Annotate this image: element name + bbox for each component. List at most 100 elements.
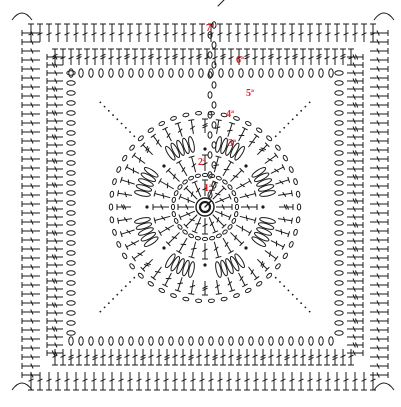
round-6-frame-chain-1	[69, 337, 73, 345]
corner-chain-dot	[121, 290, 123, 292]
round-4-petal-1-0	[233, 253, 246, 269]
round-6-frame-chain-66	[67, 231, 75, 235]
round-1-dc-2	[213, 215, 226, 228]
round-6-dc-147	[347, 342, 363, 348]
round-7-shell-112	[280, 24, 286, 42]
round-5-chain-26	[116, 166, 122, 173]
round-5-tr-16	[132, 250, 145, 261]
corner-chain-dot	[309, 311, 311, 313]
corner-chain-dot	[129, 281, 131, 283]
round-5-tr-14	[151, 267, 162, 280]
round-7-shell-86	[22, 219, 40, 225]
round-3-dc-10	[158, 225, 173, 236]
round-7-shell-37	[109, 372, 115, 390]
round-6-frame-chain-12	[99, 69, 103, 77]
round-7-shell-79	[370, 201, 388, 207]
round-6-dc-98	[47, 246, 63, 252]
round-5-tr-22	[120, 177, 134, 185]
corner-chain-dot	[104, 106, 106, 108]
round-6-dc-58	[47, 166, 63, 172]
round-5-tr-34	[248, 134, 259, 147]
round-7-shell-35	[370, 102, 388, 108]
start-chain-14	[208, 52, 212, 58]
round-6-dc-67	[347, 182, 363, 188]
round-6-frame-chain-59	[335, 211, 343, 215]
round-2-chain-27	[234, 197, 238, 203]
round-7-shell-134	[22, 327, 40, 333]
round-6-frame-chain-77	[259, 337, 263, 345]
round-6-dc-25	[100, 349, 106, 365]
round-6-dc-50	[47, 150, 63, 156]
start-chain-10	[208, 92, 212, 98]
round-3-dc-11	[154, 216, 170, 223]
round-7-shell-96	[244, 24, 250, 42]
round-5-tr-30	[202, 119, 208, 133]
round-5-chain-14	[170, 293, 177, 298]
round-5-chain-17	[137, 272, 144, 279]
round-6-dc-53	[156, 349, 162, 365]
round-2-chain-11	[177, 224, 183, 230]
round-6-dc-145	[340, 349, 346, 365]
round-7-shell-32	[100, 24, 106, 42]
round-6-frame-chain-0	[69, 69, 73, 77]
round-2-chain-6	[209, 236, 215, 240]
round-5-chain-1	[296, 217, 300, 223]
round-7-shell-42	[22, 120, 40, 126]
round-7-shell-74	[22, 192, 40, 198]
round-7-shell-71	[370, 183, 388, 189]
round-6-frame-chain-40	[169, 69, 173, 77]
round-6-frame-chain-83	[335, 271, 343, 275]
round-6-dc-90	[47, 230, 63, 236]
round-7-shell-149	[361, 372, 367, 390]
round-7-shell-63	[370, 165, 388, 171]
corner-chain-dot	[279, 131, 281, 133]
round-6-dc-96	[244, 49, 250, 65]
round-7-shell-22	[22, 75, 40, 81]
round-6-frame-chain-16	[109, 69, 113, 77]
round-6-dc-21	[92, 349, 98, 365]
round-7-shell-90	[22, 228, 40, 234]
round-6-dc-17	[84, 349, 90, 365]
round-6-dc-128	[308, 49, 314, 65]
round-7-shell-11	[370, 48, 388, 54]
round-2-chain-26	[231, 190, 236, 196]
round-6-frame-chain-61	[219, 337, 223, 345]
round-5-tr-37	[271, 164, 285, 173]
round-1-dc-5	[192, 217, 201, 233]
round-7-shell-105	[262, 372, 268, 390]
round-6-frame-chain-101	[319, 337, 323, 345]
round-6-frame-chain-72	[249, 69, 253, 77]
round-2-chain-3	[227, 224, 233, 230]
round-label-2: 2ª	[198, 157, 206, 168]
round-2-chain-9	[188, 233, 194, 238]
round-5-chain-44	[293, 178, 298, 185]
round-5-tr-9	[215, 280, 221, 294]
round-6-frame-chain-99	[335, 311, 343, 315]
round-3-dc-12	[153, 204, 169, 210]
round-6-dc-48	[148, 49, 154, 65]
round-5-tr-17	[125, 241, 139, 250]
corner-chain-dot	[292, 294, 294, 296]
round-7-shell-57	[154, 372, 160, 390]
round-7-shell-110	[22, 273, 40, 279]
round-5-tr-7	[239, 273, 248, 287]
round-6-dc-35	[347, 118, 363, 124]
round-7-shell-46	[22, 129, 40, 135]
round-5-chain-34	[195, 111, 201, 115]
round-6-dc-32	[116, 49, 122, 65]
round-6-dc-7	[347, 62, 363, 68]
round-5-chain-12	[195, 299, 201, 303]
round-6-dc-41	[132, 349, 138, 365]
round-6-dc-15	[347, 78, 363, 84]
round-6-frame-chain-24	[129, 69, 133, 77]
round-6-frame-chain-106	[67, 331, 75, 335]
corner-chain-dot	[305, 106, 307, 108]
round-7-shell-6	[22, 39, 40, 45]
round-7-shell-18	[22, 66, 40, 72]
round-7-shell-55	[370, 147, 388, 153]
round-6-frame-chain-28	[139, 69, 143, 77]
round-5-chain-4	[282, 252, 288, 259]
round-6-dc-141	[332, 349, 338, 365]
round-6-dc-73	[196, 349, 202, 365]
